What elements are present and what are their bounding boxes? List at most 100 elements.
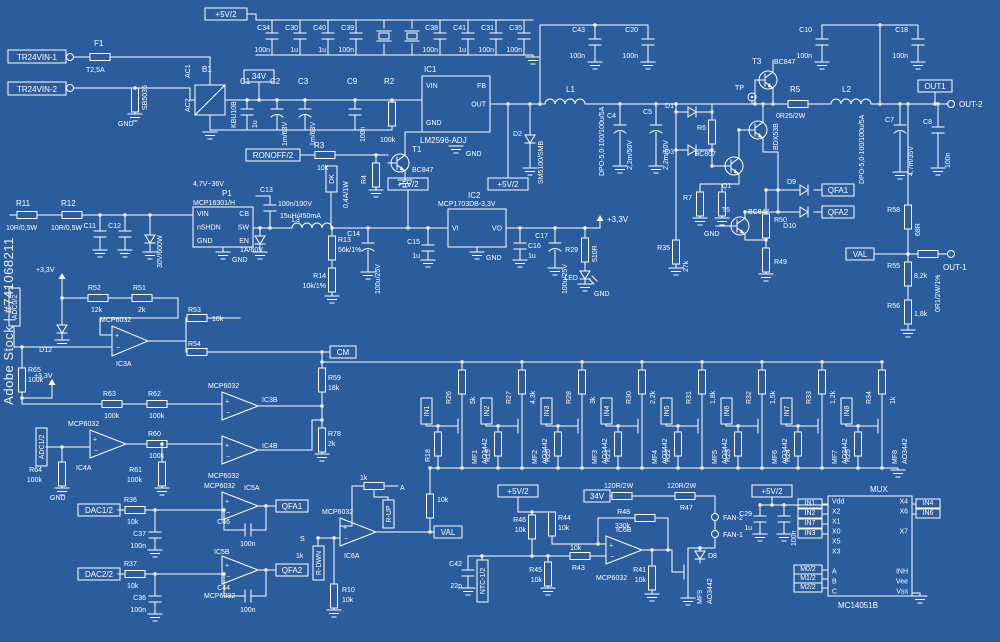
ground-symbol-361: [644, 593, 660, 602]
svg-text:120R/2W: 120R/2W: [604, 483, 634, 490]
svg-text:100k: 100k: [28, 377, 44, 384]
label-0r1-2w-1: 0R1/2W/1%: [935, 275, 942, 312]
svg-text:100u/25V: 100u/25V: [562, 264, 569, 294]
label-t1: T1: [412, 145, 422, 154]
svg-text:D9: D9: [787, 179, 796, 186]
svg-text:IC6B: IC6B: [616, 527, 632, 534]
label-r60: R60: [148, 431, 161, 438]
label-r36: R36: [124, 497, 137, 504]
ground-symbol-89: [324, 295, 340, 304]
svg-text:C18: C18: [895, 27, 908, 34]
resistor-58: [16, 211, 38, 219]
resistor-331: [426, 493, 434, 519]
label-r56: R56: [887, 303, 900, 310]
svg-text:R20: R20: [545, 449, 552, 462]
svg-text:D8: D8: [708, 553, 717, 560]
ground-symbol-107: [512, 259, 528, 268]
resistor-282: [318, 427, 326, 453]
resistor-179: [696, 191, 704, 217]
label-68r: 68R: [915, 223, 922, 236]
svg-text:TR24VIN-2: TR24VIN-2: [17, 85, 58, 94]
svg-text:AO3442: AO3442: [782, 438, 789, 464]
resistor-84: [328, 235, 336, 261]
svg-text:AO3442: AO3442: [842, 438, 849, 464]
label-30v-600w: 30V/600W: [157, 235, 164, 268]
capacitor-374: [461, 569, 475, 577]
label-1u: 1u: [528, 253, 536, 260]
ground-symbol-376: [460, 587, 476, 596]
svg-text:100n: 100n: [422, 47, 438, 54]
label-r53: R53: [188, 307, 201, 314]
svg-text:CM: CM: [337, 348, 350, 357]
svg-text:C17: C17: [535, 233, 548, 240]
svg-text:OUT-1: OUT-1: [943, 263, 967, 272]
resistor-211: [904, 204, 912, 230]
svg-text:VI: VI: [452, 226, 459, 233]
net-label-40: RONOFF/2: [245, 148, 301, 162]
net-label-213: VAL: [845, 247, 875, 261]
resistor-218: [904, 299, 912, 325]
svg-text:C9: C9: [347, 77, 358, 86]
label-l2: L2: [842, 85, 851, 94]
inductor-122: [544, 98, 586, 105]
svg-text:Vdd: Vdd: [832, 499, 845, 506]
net-label-33: +5V/2: [204, 7, 248, 21]
resistor-188: [762, 213, 770, 239]
svg-text:LED: LED: [564, 275, 578, 282]
label-c37: C37: [133, 531, 146, 538]
svg-text:GND: GND: [197, 238, 213, 245]
svg-text:100k: 100k: [149, 453, 165, 460]
label-56k-1: 56k/1%: [338, 247, 361, 254]
svg-text:+5V/2: +5V/2: [397, 180, 419, 189]
label-10r-0-5w: 10R/0,5W: [51, 225, 83, 232]
label-r5: R5: [790, 85, 801, 94]
svg-text:R64: R64: [29, 467, 42, 474]
ground-symbol-16: [202, 131, 218, 140]
svg-text:C30: C30: [285, 25, 298, 32]
label-10k-1: 10k/1%: [303, 283, 326, 290]
net-label-0: TR24VIN-1: [7, 49, 67, 64]
label-r64: R64: [29, 467, 42, 474]
svg-text:SM5100/SMB: SM5100/SMB: [538, 140, 545, 184]
svg-text:MCP1703DB-3,3V: MCP1703DB-3,3V: [438, 201, 496, 208]
svg-text:C40: C40: [313, 25, 326, 32]
svg-text:C34: C34: [257, 25, 270, 32]
svg-text:3k: 3k: [590, 396, 597, 404]
svg-text:C29: C29: [739, 511, 752, 518]
svg-text:C31: C31: [481, 25, 494, 32]
svg-text:100n: 100n: [569, 53, 585, 60]
label-mcp6032: MCP6032: [100, 317, 131, 324]
svg-text:D10: D10: [783, 223, 796, 230]
svg-text:+: +: [225, 562, 229, 569]
ground-symbol-285: [314, 453, 330, 462]
svg-text:A: A: [832, 569, 837, 576]
svg-text:QFA1: QFA1: [282, 502, 303, 511]
svg-text:P1: P1: [222, 189, 232, 198]
svg-text:1u: 1u: [528, 253, 536, 260]
svg-text:R55: R55: [887, 263, 900, 270]
resistor-270: [158, 461, 166, 487]
label-100k: 100k: [28, 377, 44, 384]
svg-text:+3,3V: +3,3V: [36, 267, 55, 274]
label-ic4a: IC4A: [76, 465, 92, 472]
label-bc847: BC847: [774, 59, 796, 66]
svg-text:C36: C36: [133, 595, 146, 602]
svg-text:+5V/2: +5V/2: [215, 10, 237, 19]
label-10k: 10k: [531, 577, 543, 584]
label-c11: C11: [84, 223, 96, 230]
label-100n: 100n: [130, 607, 146, 614]
svg-text:GND: GND: [232, 257, 248, 264]
net-label-390: IN7: [797, 518, 823, 529]
svg-text:X0: X0: [832, 529, 841, 536]
svg-text:MF7: MF7: [832, 450, 839, 464]
ground-symbol-372: [540, 587, 556, 596]
svg-text:M0/2: M0/2: [800, 566, 816, 573]
svg-text:nSHDN: nSHDN: [197, 225, 221, 232]
transistor-45: [387, 149, 410, 177]
svg-text:0R25/2W: 0R25/2W: [776, 113, 806, 120]
supply-arrow-226: [58, 273, 66, 287]
svg-text:100n/100V: 100n/100V: [278, 201, 312, 208]
